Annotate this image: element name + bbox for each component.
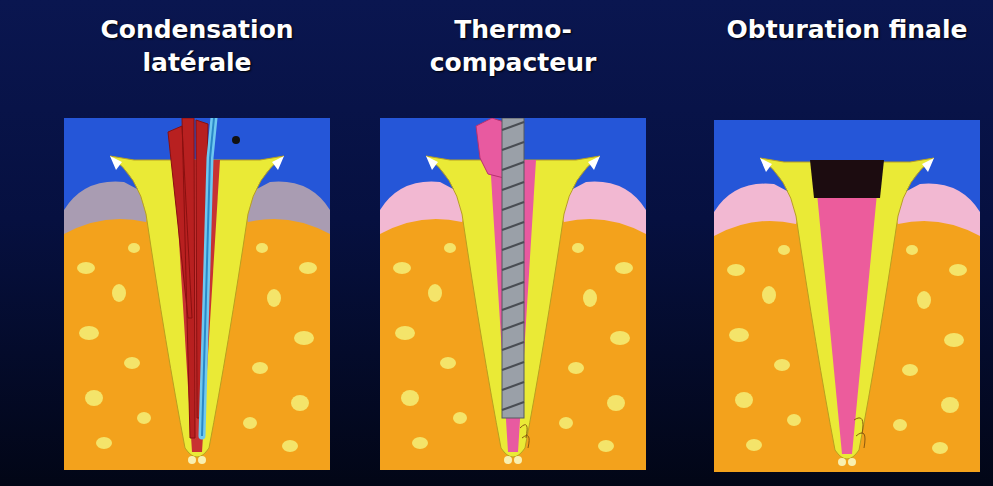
gutta-canal: [814, 162, 880, 454]
illustration-part: [502, 382, 524, 390]
illustration-part: [502, 162, 524, 170]
illustration-part: [502, 262, 524, 270]
dot: [232, 136, 240, 144]
illustration-part: [502, 242, 524, 250]
compactor-threads: [502, 122, 524, 410]
illustration-part: [380, 118, 646, 470]
panel-ground: [714, 120, 980, 472]
panel-title: Condensation latérale: [72, 14, 322, 79]
thermocompactor-panel: [380, 118, 646, 470]
apex: [110, 156, 284, 464]
apex: [426, 156, 600, 464]
illustration-part: [502, 202, 524, 210]
illustration-part: [502, 122, 524, 130]
lateral-canals: [854, 418, 865, 448]
illustration-part: [502, 142, 524, 150]
lateral-canals: [520, 425, 529, 448]
panel-title: Thermo- compacteur: [388, 14, 638, 79]
gutta-overflow: [476, 118, 504, 178]
panel-title: Obturation finale: [722, 14, 972, 47]
illustration-part: [64, 118, 330, 470]
illustration-part: [502, 182, 524, 190]
illustration-part: [502, 362, 524, 370]
illustration-part: [502, 222, 524, 230]
tooth-root: [760, 158, 934, 459]
illustration-part: [502, 302, 524, 310]
apex: [760, 158, 934, 466]
compactor-shaft: [502, 118, 524, 418]
panel-ground: [380, 118, 646, 470]
illustration-part: [502, 402, 524, 410]
spreader: [202, 118, 214, 436]
panel-ground: [64, 118, 330, 470]
illustration-part: [502, 342, 524, 350]
final-obturation-panel: [714, 120, 980, 472]
spreader-edge: [202, 118, 214, 436]
illustration-part: [502, 322, 524, 330]
lateral-condensation-panel: [64, 118, 330, 470]
coronal-seal: [810, 160, 884, 198]
illustration-part: [502, 282, 524, 290]
illustration-part: [714, 120, 980, 472]
